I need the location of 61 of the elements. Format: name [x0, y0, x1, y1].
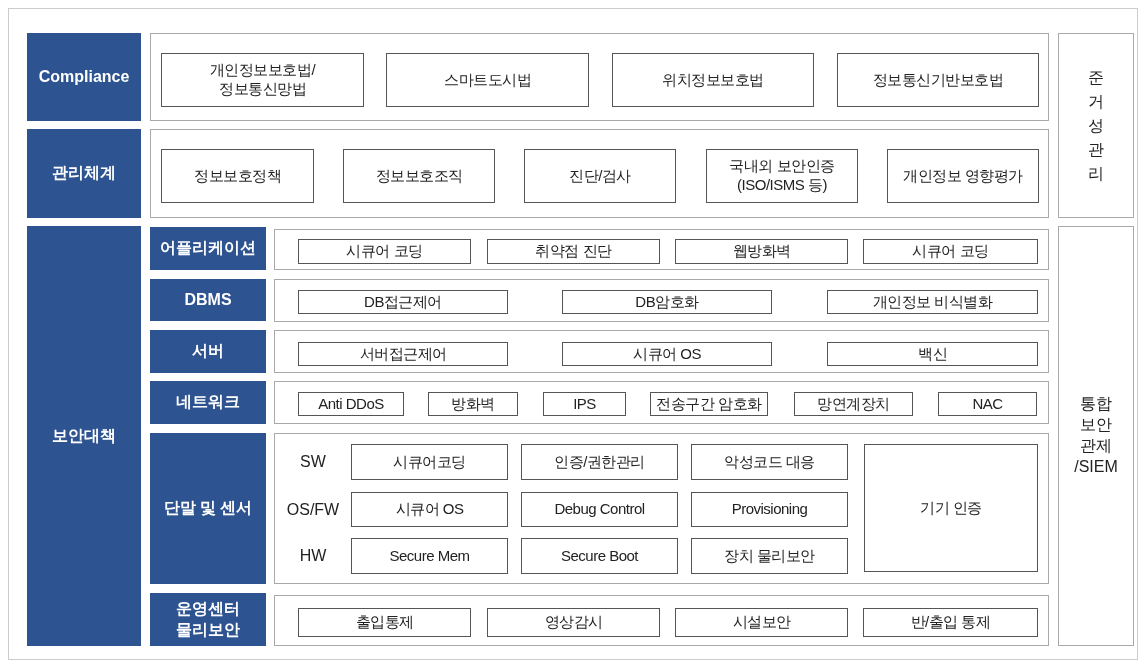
category-header: DBMS: [150, 279, 266, 321]
layer-panel: [274, 381, 1049, 424]
item-box: 스마트도시법: [386, 53, 589, 107]
item-box: 장치 물리보안: [691, 538, 848, 574]
item-box: Secure Mem: [351, 538, 508, 574]
item-box: 개인정보 영향평가: [887, 149, 1039, 203]
layer-panel: [274, 595, 1049, 646]
item-box: 시큐어 OS: [351, 492, 508, 527]
item-box: 방화벽: [428, 392, 518, 416]
item-box: Anti DDoS: [298, 392, 404, 416]
item-box: 웹방화벽: [675, 239, 848, 264]
item-box: Debug Control: [521, 492, 678, 527]
layer-panel: [274, 229, 1049, 270]
item-box: 시큐어 코딩: [298, 239, 471, 264]
item-box: 출입통제: [298, 608, 471, 637]
item-box: DB접근제어: [298, 290, 508, 314]
item-box: 시큐어코딩: [351, 444, 508, 480]
row-label: HW: [298, 546, 328, 566]
item-box: 망연계장치: [794, 392, 913, 416]
item-box: 시설보안: [675, 608, 848, 637]
side-panel: 준거성관리: [1058, 33, 1134, 218]
item-box: 인증/권한관리: [521, 444, 678, 480]
item-box: IPS: [543, 392, 626, 416]
item-box: 영상감시: [487, 608, 660, 637]
item-box: 시큐어 코딩: [863, 239, 1038, 264]
category-header: 보안대책: [27, 226, 141, 646]
item-box: 개인정보보호법/ 정보통신망법: [161, 53, 364, 107]
layer-panel: [274, 279, 1049, 322]
item-box: 정보통신기반보호법: [837, 53, 1039, 107]
side-panel: 통합 보안 관제 /SIEM: [1058, 226, 1134, 646]
layer-panel: [274, 330, 1049, 373]
item-box: Secure Boot: [521, 538, 678, 574]
item-box: 정보보호조직: [343, 149, 495, 203]
category-header: 어플리케이션: [150, 227, 266, 270]
category-header: 네트워크: [150, 381, 266, 424]
category-header: 단말 및 센서: [150, 433, 266, 584]
item-box: NAC: [938, 392, 1037, 416]
item-box: 국내외 보안인증 (ISO/ISMS 등): [706, 149, 858, 203]
item-box: 백신: [827, 342, 1038, 366]
layer-panel: [150, 129, 1049, 218]
item-box: 악성코드 대응: [691, 444, 848, 480]
row-label: SW: [299, 452, 327, 472]
item-box: 개인정보 비식별화: [827, 290, 1038, 314]
category-header: 운영센터 물리보안: [150, 593, 266, 646]
row-label: OS/FW: [285, 499, 341, 520]
item-box: 진단/검사: [524, 149, 676, 203]
item-box: Provisioning: [691, 492, 848, 527]
item-box: DB암호화: [562, 290, 772, 314]
item-box: 반/출입 통제: [863, 608, 1038, 637]
layer-panel: [274, 433, 1049, 584]
item-box: 취약점 진단: [487, 239, 660, 264]
item-box: 정보보호정책: [161, 149, 314, 203]
item-box: 전송구간 암호화: [650, 392, 768, 416]
category-header: Compliance: [27, 33, 141, 121]
layer-panel: [150, 33, 1049, 121]
item-box: 위치정보보호법: [612, 53, 814, 107]
item-box: 시큐어 OS: [562, 342, 772, 366]
item-box: 기기 인증: [864, 444, 1038, 572]
item-box: 서버접근제어: [298, 342, 508, 366]
category-header: 서버: [150, 330, 266, 373]
category-header: 관리체계: [27, 129, 141, 218]
